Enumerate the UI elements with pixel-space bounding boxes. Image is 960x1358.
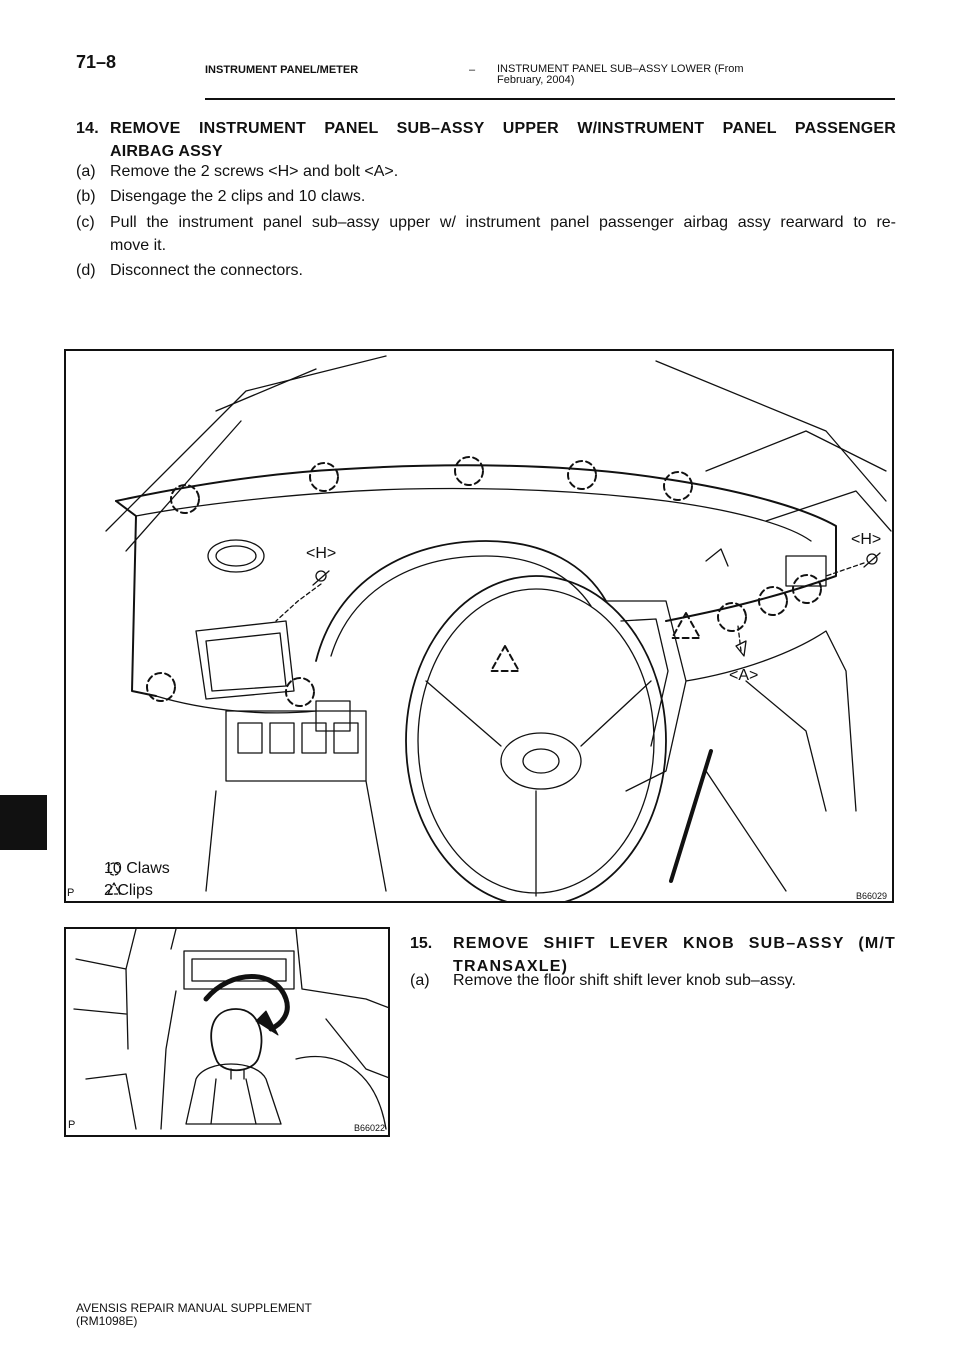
footer-manual-code: (RM1098E) [76,1314,138,1328]
figure-id: B66029 [856,891,888,901]
step-15-title-line2: TRANSAXLE) [453,958,569,975]
step-14-title-line2: AIRBAG ASSY [110,143,223,160]
step-15-sub-a: (a) Remove the floor shift shift lever k… [410,972,796,990]
step-15-sub-a-text: Remove the floor shift shift lever knob … [453,972,796,989]
figure-shift-knob: P B66022 [64,927,390,1137]
shift-knob-illustration [73,929,388,1130]
step-15-title-line1: REMOVE SHIFT LEVER KNOB SUB–ASSY (M/T [453,935,896,952]
footer: AVENSIS REPAIR MANUAL SUPPLEMENT (RM1098… [76,1302,312,1328]
section-tab-marker [0,795,47,850]
step-15-number: 15. [410,935,433,952]
figure2-id: B66022 [354,1123,386,1133]
callout-screw-h-left: <H> [306,545,337,562]
figure-corner-mark: P [67,887,75,899]
header-section: INSTRUMENT PANEL/METER [205,64,359,76]
figure-instrument-panel: <H> <H> <A> 10 Claws 2 Clips P B66029 [64,349,894,903]
sub-b-text: Disengage the 2 clips and 10 claws. [110,188,366,205]
sub-b-label: (b) [76,188,96,205]
step-15-sub-a-label: (a) [410,972,430,989]
page-number: 71–8 [76,52,117,72]
callout-bolt-a: <A> [729,667,759,684]
header-rule [205,98,895,100]
sub-c-text-line1: Pull the instrument panel sub–assy upper… [110,214,896,231]
step-14-number: 14. [76,120,99,137]
sub-a-text: Remove the 2 screws <H> and bolt <A>. [110,163,399,180]
sub-d-label: (d) [76,262,96,279]
sub-c-text-line2: move it. [110,237,167,254]
header-subsection-line2: February, 2004) [497,74,575,86]
header-subsection-line1: INSTRUMENT PANEL SUB–ASSY LOWER (From [497,63,744,75]
figure2-corner-mark: P [68,1119,76,1131]
callout-screw-h-right: <H> [851,531,882,548]
header-subsection: INSTRUMENT PANEL SUB–ASSY LOWER (From Fe… [497,64,817,86]
step-14-title-line1: REMOVE INSTRUMENT PANEL SUB–ASSY UPPER W… [110,120,896,137]
legend-claws: 10 Claws [104,860,170,877]
header-separator: – [469,64,476,76]
legend-clips: 2 Clips [104,882,153,899]
instrument-panel-illustration [105,355,892,901]
sub-a-label: (a) [76,163,96,180]
sub-d-text: Disconnect the connectors. [110,262,303,279]
sub-c-label: (c) [76,214,95,231]
footer-manual-title: AVENSIS REPAIR MANUAL SUPPLEMENT [76,1301,312,1315]
